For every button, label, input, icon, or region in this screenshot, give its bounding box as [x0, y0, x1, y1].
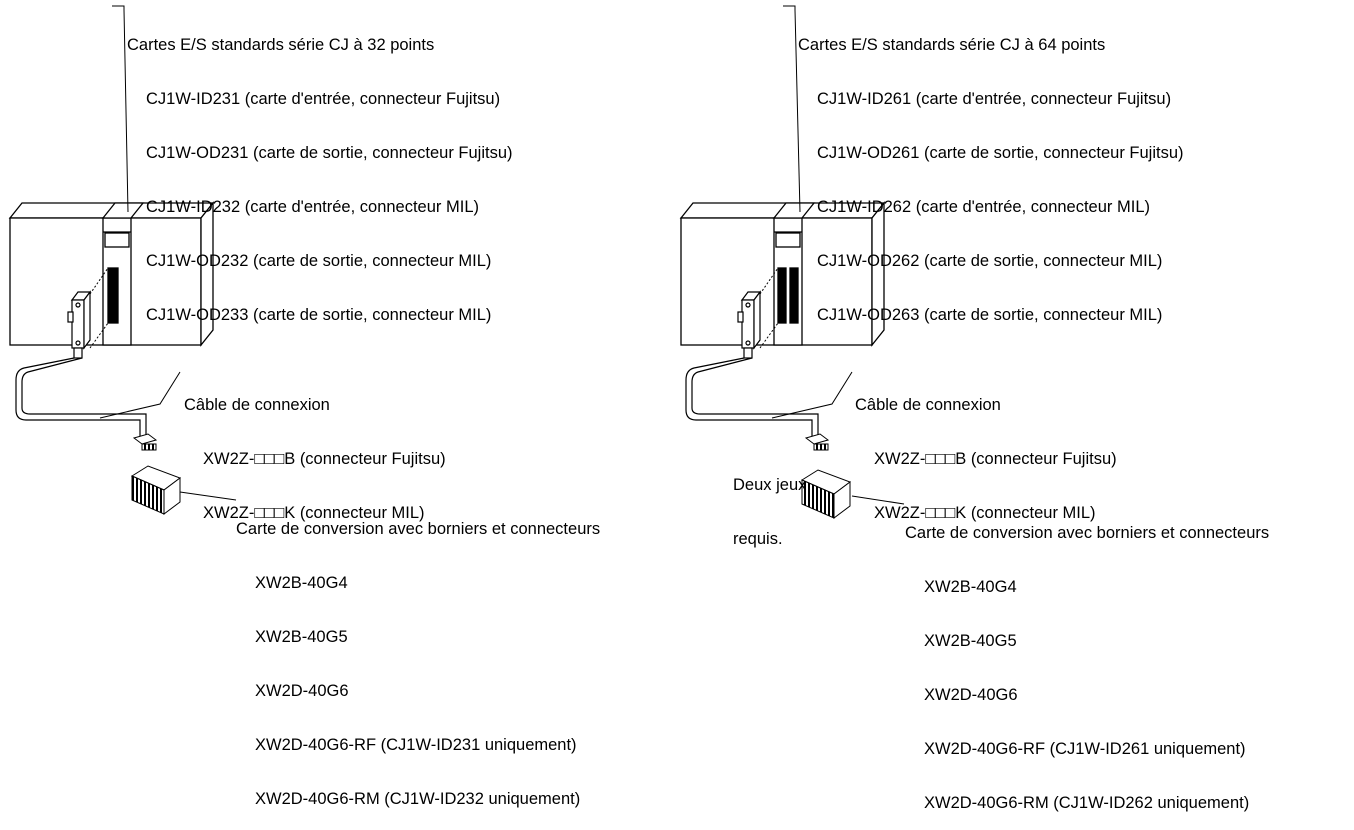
- left-terminal-item: XW2B-40G5: [255, 628, 348, 646]
- right-terminal-block: [800, 469, 852, 519]
- right-card-item: CJ1W-OD262 (carte de sortie, connecteur …: [817, 252, 1163, 270]
- right-terminal-title: Carte de conversion avec borniers et con…: [905, 524, 1270, 542]
- right-cable-label: Câble de connexion XW2Z-□□□B (connecteur…: [855, 360, 1117, 540]
- left-card-item: CJ1W-OD233 (carte de sortie, connecteur …: [146, 306, 492, 324]
- right-terminal-item: XW2D-40G6-RM (CJ1W-ID262 uniquement): [924, 794, 1250, 812]
- right-plc-unit: [679, 201, 886, 347]
- right-terminal-item: XW2D-40G6: [924, 686, 1018, 704]
- left-cards-title: Cartes E/S standards série CJ à 32 point…: [127, 36, 435, 54]
- right-card-item: CJ1W-ID262 (carte d'entrée, connecteur M…: [817, 198, 1150, 216]
- left-leaders: [99, 5, 237, 501]
- right-cable-end: [804, 433, 830, 451]
- right-dotted-guides: [759, 267, 779, 349]
- right-cable-title: Câble de connexion: [855, 396, 1001, 414]
- right-sets-note-line1: Deux jeux: [733, 476, 807, 494]
- left-terminal-title: Carte de conversion avec borniers et con…: [236, 520, 601, 538]
- left-terminal-item: XW2D-40G6: [255, 682, 349, 700]
- right-cable-plug: [737, 290, 762, 359]
- left-cable-item: XW2Z-□□□K (connecteur MIL): [203, 504, 425, 522]
- left-terminal-item: XW2D-40G6-RF (CJ1W-ID231 uniquement): [255, 736, 577, 754]
- right-card-item: CJ1W-OD263 (carte de sortie, connecteur …: [817, 306, 1163, 324]
- right-cable: [685, 357, 819, 440]
- right-card-item: CJ1W-OD261 (carte de sortie, connecteur …: [817, 144, 1184, 162]
- right-sets-note: Deux jeux requis.: [733, 440, 806, 566]
- left-cards-label: Cartes E/S standards série CJ à 32 point…: [127, 0, 513, 342]
- right-terminal-item: XW2B-40G4: [924, 578, 1017, 596]
- left-card-item: CJ1W-OD232 (carte de sortie, connecteur …: [146, 252, 492, 270]
- left-card-item: CJ1W-OD231 (carte de sortie, connecteur …: [146, 144, 513, 162]
- right-cable-item: XW2Z-□□□B (connecteur Fujitsu): [874, 450, 1117, 468]
- left-terminal-item: XW2D-40G6-RM (CJ1W-ID232 uniquement): [255, 790, 581, 808]
- left-cable: [15, 357, 147, 440]
- right-terminal-item: XW2D-40G6-RF (CJ1W-ID261 uniquement): [924, 740, 1246, 758]
- right-leaders: [771, 5, 905, 505]
- left-terminal-item: XW2B-40G4: [255, 574, 348, 592]
- left-card-item: CJ1W-ID232 (carte d'entrée, connecteur M…: [146, 198, 479, 216]
- left-cable-plug: [67, 290, 92, 359]
- left-plc-unit: [8, 201, 215, 347]
- left-terminal-block: [130, 465, 182, 515]
- right-terminal-item: XW2B-40G5: [924, 632, 1017, 650]
- diagram-stage: Cartes E/S standards série CJ à 32 point…: [8, 0, 1269, 812]
- left-cable-item: XW2Z-□□□B (connecteur Fujitsu): [203, 450, 446, 468]
- right-terminal-label: Carte de conversion avec borniers et con…: [905, 488, 1269, 830]
- left-terminal-label: Carte de conversion avec borniers et con…: [236, 484, 600, 826]
- right-cable-item: XW2Z-□□□K (connecteur MIL): [874, 504, 1096, 522]
- left-cable-end: [132, 433, 158, 451]
- right-sets-note-line2: requis.: [733, 530, 783, 548]
- right-cards-label: Cartes E/S standards série CJ à 64 point…: [798, 0, 1184, 342]
- right-cards-title: Cartes E/S standards série CJ à 64 point…: [798, 36, 1106, 54]
- right-card-item: CJ1W-ID261 (carte d'entrée, connecteur F…: [817, 90, 1172, 108]
- left-dotted-guides: [89, 267, 109, 349]
- left-card-item: CJ1W-ID231 (carte d'entrée, connecteur F…: [146, 90, 501, 108]
- left-cable-title: Câble de connexion: [184, 396, 330, 414]
- left-cable-label: Câble de connexion XW2Z-□□□B (connecteur…: [184, 360, 446, 540]
- diagram-drawing: [8, 5, 905, 519]
